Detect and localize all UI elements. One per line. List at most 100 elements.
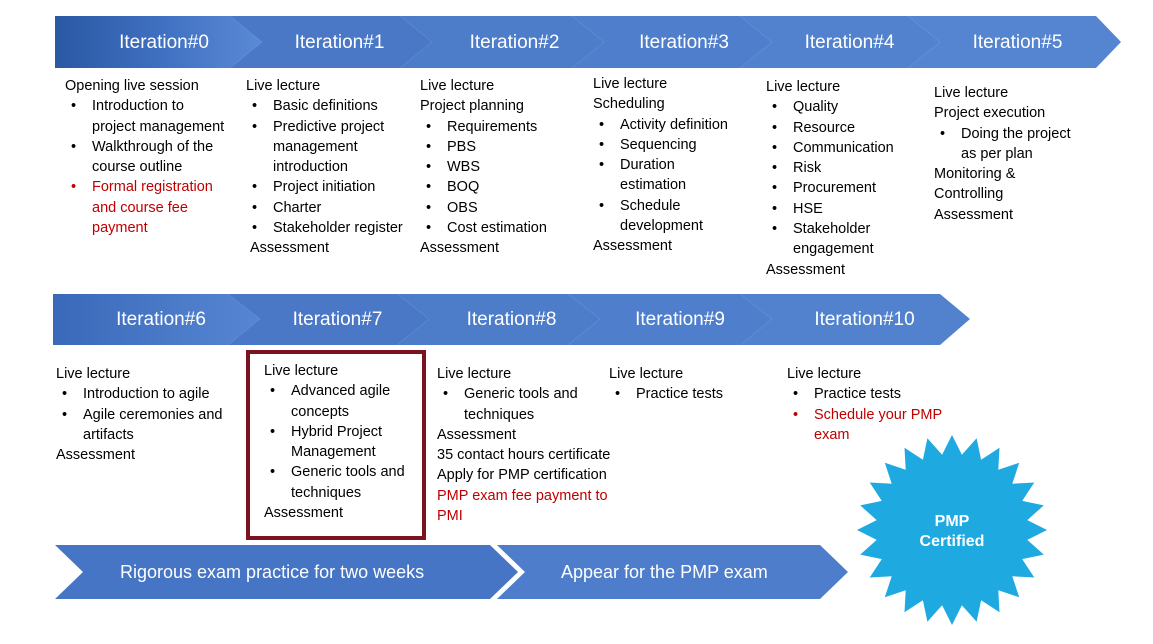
iteration-8-content: Live lecture Generic tools and technique… [437,364,632,526]
intro-text: Live lecture [934,85,1009,101]
iteration-2-content: Live lecture Project planning Requiremen… [420,76,585,259]
list-item: Duration estimation [593,155,720,196]
list-item: WBS [420,157,585,178]
list-item: Generic tools and techniques [264,462,416,503]
iteration-3-label: Iteration#3 [639,32,729,53]
iteration-4-label: Iteration#4 [804,32,895,53]
list-item: Practice tests [787,384,957,405]
chevron-iteration-1 [230,16,432,68]
practice-arrow [55,545,518,599]
intro-text: Live lecture [437,366,512,382]
list-item: HSE [766,199,916,220]
iteration-0-label: Iteration#0 [119,32,209,53]
list-item: Generic tools and techniques [437,384,589,425]
list-item: Doing the project as per plan [934,124,1083,165]
chevron-iteration-7 [228,294,429,345]
list-item: Introduction to agile [56,384,236,405]
list-item: Risk [766,158,916,179]
list-item-highlight: Formal registration and course fee payme… [65,177,225,238]
intro-text: Live lecture [420,78,495,94]
list-item: Sequencing [593,135,753,156]
list-item: Procurement [766,178,916,199]
row1-chevrons [55,16,1121,68]
list-item: Project initiation [246,177,406,198]
assessment-text: Assessment [56,447,135,464]
intro-text-2: Project planning [420,98,524,115]
list-item: Resource [766,118,916,139]
intro-text-2: Scheduling [593,96,665,113]
certificate-text: 35 contact hours certificate [437,447,611,464]
chevron-iteration-8 [397,294,600,345]
intro-text: Live lecture [787,366,862,382]
intro-text: Live lecture [766,79,841,95]
list-item: Agile ceremonies and artifacts [56,405,236,446]
assessment-text: Assessment [766,261,845,278]
list-item: Activity definition [593,115,753,136]
assessment-text: Assessment [934,206,1013,223]
list-item: Cost estimation [420,218,585,239]
assessment-text: Assessment [437,426,516,443]
badge-line-2: Certified [919,533,985,550]
intro-text: Live lecture [264,363,339,379]
intro-text-2: Project execution [934,105,1046,122]
apply-text: Apply for PMP certification [437,467,607,484]
list-item: Schedule development [593,196,720,237]
assessment-text: Assessment [593,238,672,255]
chevron-iteration-9 [568,294,772,345]
chevron-iteration-4 [740,16,940,68]
list-item: Quality [766,97,916,118]
list-item: Charter [246,198,406,219]
iteration-1-content: Live lecture Basic definitions Predictiv… [246,76,406,259]
chevron-iteration-10 [740,294,970,345]
chevron-iteration-2 [400,16,604,68]
certified-badge-text: PMP Certified [900,512,1004,552]
list-item: OBS [420,198,585,219]
list-item: Stakeholder register [246,218,406,239]
chevron-iteration-0 [55,16,262,68]
list-item: Walkthrough of the course outline [65,137,225,178]
iteration-3-content: Live lecture Scheduling Activity definit… [593,74,753,257]
iteration-6-content: Live lecture Introduction to agile Agile… [56,364,236,465]
appear-arrow [497,545,848,599]
iteration-1-label: Iteration#1 [294,32,385,53]
iteration-8-label: Iteration#8 [466,309,557,330]
iteration-10-content: Live lecture Practice tests Schedule you… [787,364,957,445]
list-item: Stakeholder engagement [766,219,893,260]
iteration-4-content: Live lecture Quality Resource Communicat… [766,77,916,280]
list-item: Introduction to project management [65,96,225,137]
list-item: Practice tests [609,384,759,405]
intro-text: Live lecture [56,366,131,382]
badge-line-1: PMP [934,513,970,530]
iteration-2-label: Iteration#2 [469,32,560,53]
list-item-highlight: Schedule your PMP exam [787,405,957,446]
intro-text: Live lecture [593,76,668,92]
assessment-text: Assessment [264,505,343,522]
list-item: Hybrid Project Management [264,422,401,463]
fee-payment-text: PMP exam fee payment to PMI [437,487,608,525]
chevron-iteration-5 [908,16,1121,68]
iteration-9-content: Live lecture Practice tests [609,364,759,405]
list-item: Predictive project management introducti… [246,117,406,178]
monitoring-text: Monitoring & Controlling [934,166,1016,203]
iteration-6-label: Iteration#6 [116,309,206,330]
certified-star [857,435,1047,625]
list-item: Advanced agile concepts [264,381,391,422]
assessment-text: Assessment [250,240,329,257]
list-item: Communication [766,138,916,159]
chevron-iteration-3 [572,16,772,68]
intro-text: Live lecture [246,78,321,94]
chevron-iteration-6 [53,294,260,345]
iteration-9-label: Iteration#9 [635,309,725,330]
iteration-5-label: Iteration#5 [972,32,1063,53]
list-item: BOQ [420,177,585,198]
iteration-7-highlight-box [246,350,426,540]
iteration-7-content: Live lecture Advanced agile concepts Hyb… [264,361,419,523]
iteration-5-content: Live lecture Project execution Doing the… [934,83,1094,225]
list-item: Basic definitions [246,96,406,117]
iteration-10-label: Iteration#10 [814,309,915,330]
row2-chevrons [53,294,970,345]
appear-label: Appear for the PMP exam [561,562,768,582]
list-item: PBS [420,137,585,158]
intro-text: Live lecture [609,366,684,382]
